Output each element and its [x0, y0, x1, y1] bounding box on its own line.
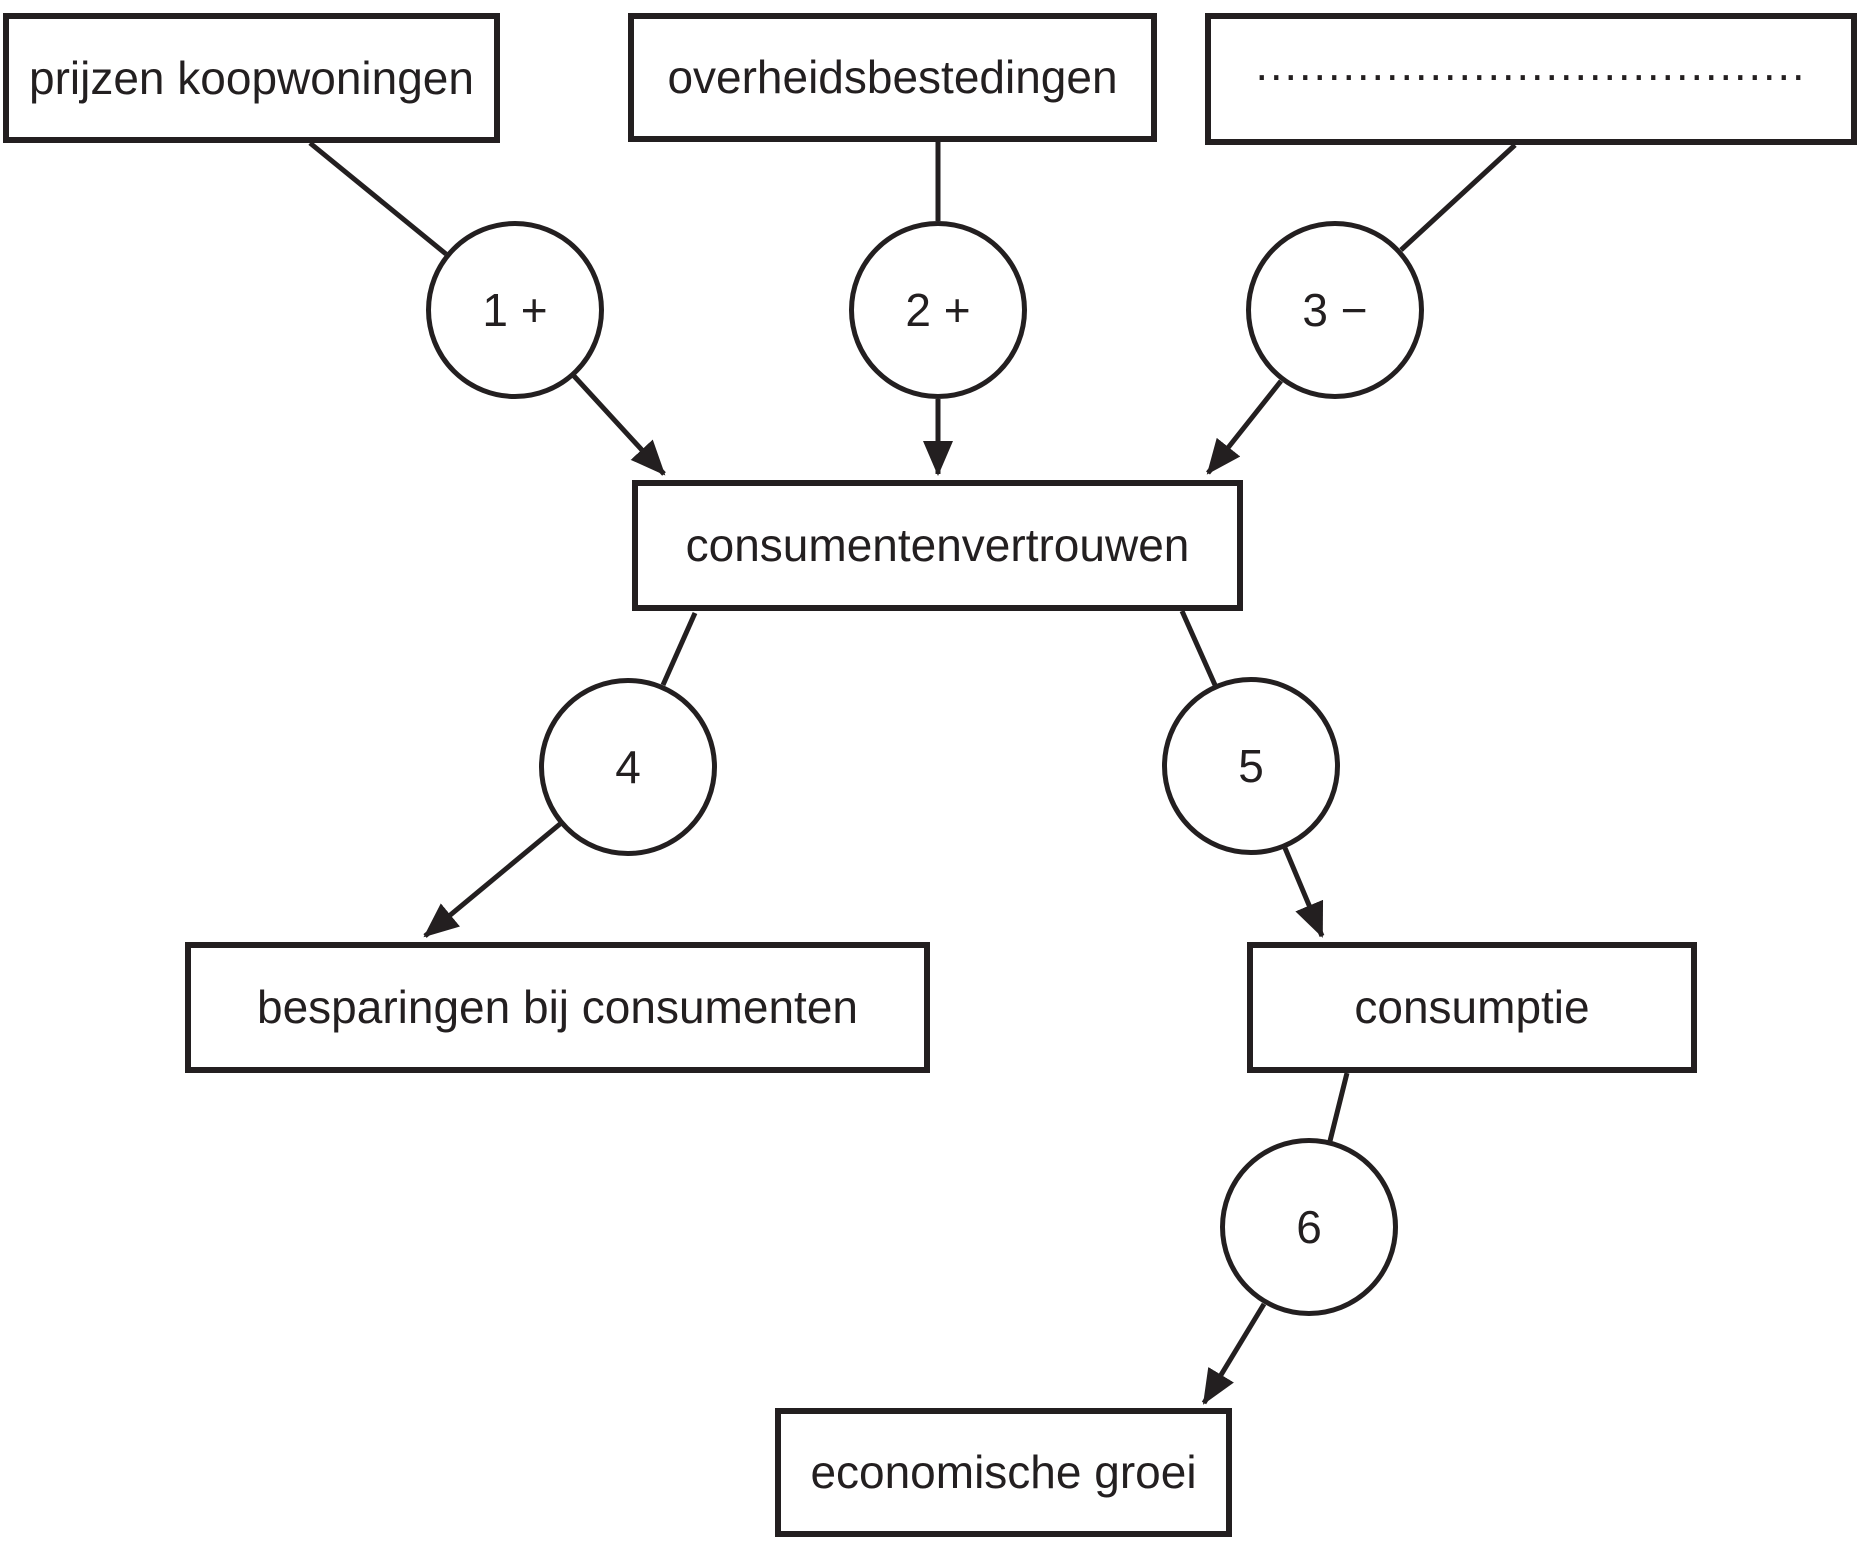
circle-1-plus: 1 +: [426, 221, 604, 399]
circle-4-label: 4: [615, 741, 641, 793]
box-overheidsbestedingen: overheidsbestedingen: [628, 13, 1157, 142]
box-consumentenvertrouwen: consumentenvertrouwen: [632, 480, 1243, 611]
box-prijzen-koopwoningen-label: prijzen koopwoningen: [29, 51, 474, 104]
box-blank-dotted-label: ......................................: [1255, 39, 1807, 91]
circle-3-label: 3 −: [1302, 284, 1368, 336]
line-confidence-to-circle-4: [660, 611, 698, 687]
box-consumentenvertrouwen-label: consumentenvertrouwen: [685, 519, 1190, 572]
circle-3-minus: 3 −: [1246, 221, 1424, 399]
circle-4: 4: [539, 678, 717, 856]
box-economische-groei: economische groei: [775, 1408, 1232, 1537]
line-prices-to-circle-1: [308, 141, 448, 256]
box-consumptie: consumptie: [1247, 942, 1697, 1073]
circle-6: 6: [1220, 1138, 1398, 1316]
box-besparingen-bij-consumenten: besparingen bij consumenten: [185, 942, 930, 1073]
arrow-circle-1-to-confidence: [572, 374, 666, 476]
circle-6-label: 6: [1296, 1201, 1322, 1253]
circle-5-label: 5: [1238, 740, 1264, 792]
circle-1-label: 1 +: [482, 284, 548, 336]
box-blank-dotted: ......................................: [1205, 13, 1857, 145]
box-economische-groei-label: economische groei: [810, 1446, 1197, 1499]
line-consumption-to-circle-6: [1327, 1072, 1350, 1142]
box-consumptie-label: consumptie: [1354, 981, 1590, 1034]
box-overheidsbestedingen-label: overheidsbestedingen: [667, 51, 1118, 104]
circle-2-label: 2 +: [905, 284, 971, 336]
line-confidence-to-circle-5: [1179, 609, 1218, 687]
arrow-circle-4-to-savings: [423, 822, 562, 938]
arrow-circle-6-to-growth: [1201, 1302, 1267, 1405]
circle-2-plus: 2 +: [849, 221, 1027, 399]
line-blank-to-circle-3: [1399, 143, 1517, 252]
circle-5: 5: [1162, 677, 1340, 855]
arrow-circle-5-to-consumption: [1282, 847, 1325, 938]
arrow-circle-3-to-confidence: [1206, 379, 1283, 475]
box-prijzen-koopwoningen: prijzen koopwoningen: [3, 13, 500, 143]
box-besparingen-bij-consumenten-label: besparingen bij consumenten: [257, 981, 858, 1034]
